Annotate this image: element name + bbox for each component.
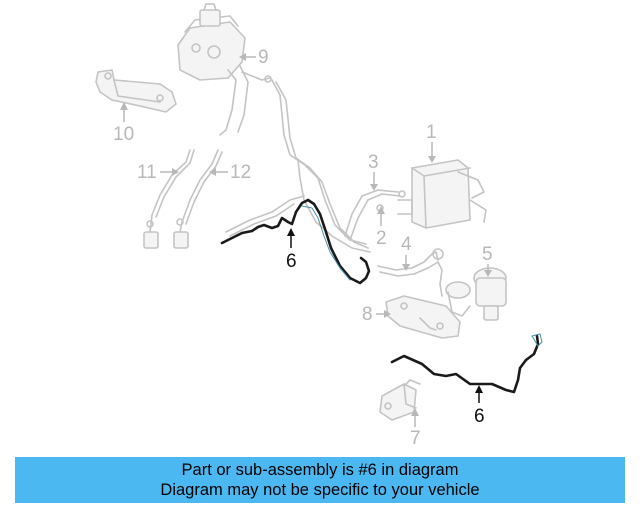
callout-5: 5 [482, 244, 493, 277]
svg-text:6: 6 [474, 406, 485, 427]
part-1-canister [397, 159, 487, 229]
banner-line-disclaimer: Diagram may not be specific to your vehi… [160, 481, 480, 499]
svg-text:6: 6 [286, 251, 297, 272]
part-12-sensor [173, 149, 223, 249]
svg-text:12: 12 [230, 162, 251, 183]
svg-text:5: 5 [482, 244, 493, 265]
svg-text:1: 1 [426, 122, 437, 143]
callout-6-lower: 6 [474, 385, 485, 427]
svg-text:8: 8 [362, 304, 373, 325]
tube-bundle [225, 79, 406, 253]
svg-text:9: 9 [258, 47, 269, 68]
part-5-valve [445, 267, 507, 321]
svg-text:4: 4 [401, 234, 412, 255]
callout-8: 8 [362, 304, 391, 325]
svg-text:3: 3 [368, 152, 379, 173]
banner-line-part-number: Part or sub-assembly is #6 in diagram [181, 461, 459, 479]
callout-2: 2 [376, 206, 387, 249]
callout-10: 10 [113, 102, 134, 145]
callout-1: 1 [426, 122, 437, 163]
callout-12: 12 [209, 162, 251, 183]
part-8-bracket [385, 295, 461, 339]
callout-7: 7 [410, 408, 421, 449]
svg-text:11: 11 [137, 162, 157, 183]
info-banner: Part or sub-assembly is #6 in diagram Di… [15, 457, 625, 503]
callout-3: 3 [368, 152, 379, 191]
part-10-bracket [95, 69, 177, 113]
part-6-tube-lower [390, 333, 543, 394]
svg-text:10: 10 [113, 124, 134, 145]
svg-text:7: 7 [410, 428, 421, 449]
callout-4: 4 [401, 234, 412, 271]
part-11-sensor [143, 149, 195, 249]
callout-6-upper: 6 [286, 228, 297, 272]
callout-9: 9 [239, 47, 269, 68]
svg-text:2: 2 [376, 228, 387, 249]
callout-11: 11 [137, 162, 179, 183]
part-9-pump-assembly [177, 3, 272, 136]
part-4-hose [377, 248, 444, 297]
part-6-tube-upper [220, 198, 371, 285]
parts-diagram: 1 2 3 4 5 7 8 9 10 1 [95, 3, 543, 449]
